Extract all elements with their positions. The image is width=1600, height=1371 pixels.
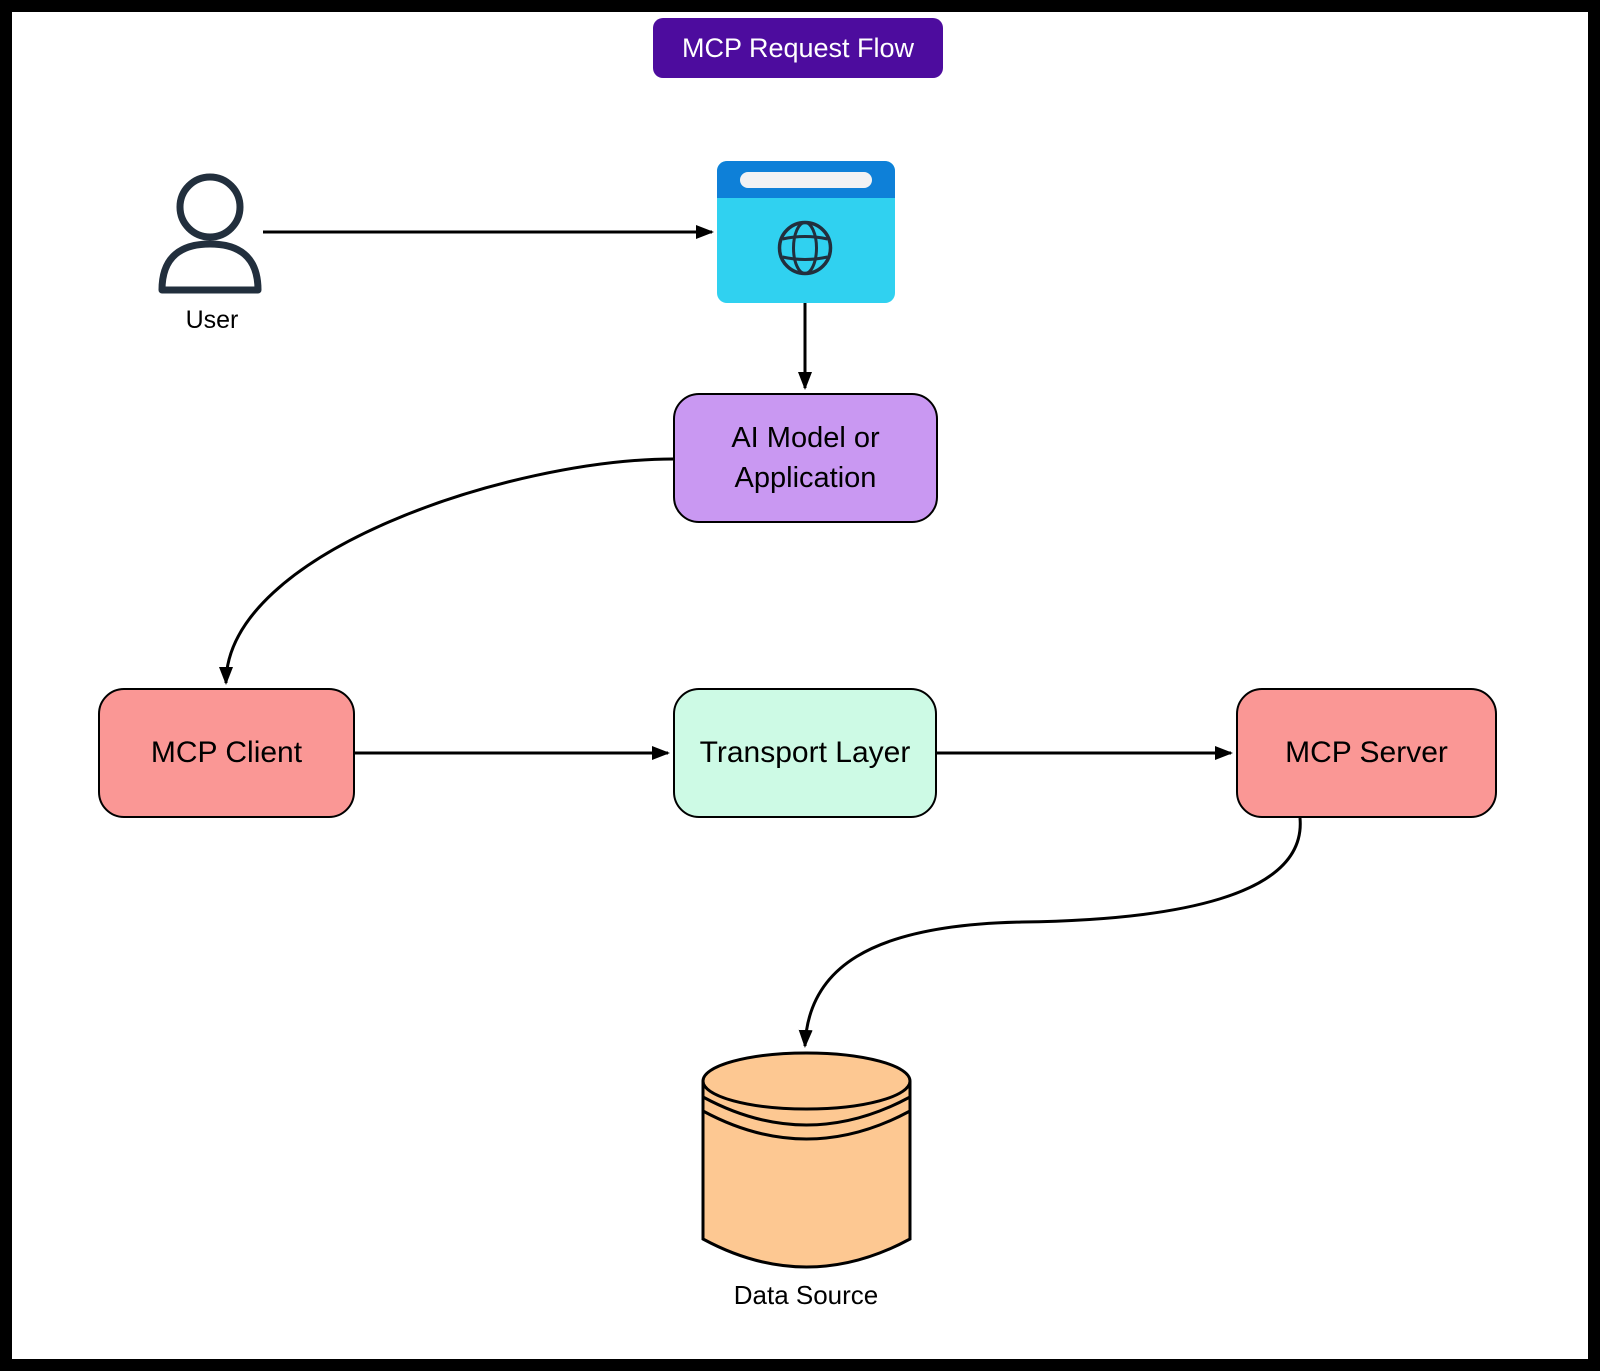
database-cylinder-icon	[701, 1051, 912, 1269]
diagram-title: MCP Request Flow	[653, 18, 943, 78]
diagram-title-label: MCP Request Flow	[681, 32, 915, 63]
edge-mcp-server-to-data-source	[798, 817, 1302, 1048]
node-transport-layer: Transport Layer	[673, 688, 937, 818]
node-mcp-server: MCP Server	[1236, 688, 1497, 818]
node-mcp-client-label: MCP Client	[150, 736, 303, 770]
node-ai-model: AI Model or Application	[673, 393, 938, 523]
node-transport-layer-label: Transport Layer	[699, 736, 911, 770]
node-ai-model-label: AI Model or Application	[731, 421, 880, 494]
person-body	[158, 240, 262, 294]
edge-ai-model-to-mcp-client	[219, 457, 674, 685]
node-mcp-server-label: MCP Server	[1285, 736, 1448, 770]
diagram-canvas: MCP Request Flow User AI Model or Applic…	[12, 12, 1588, 1359]
person-head	[176, 173, 244, 241]
data-source-label: Data Source	[733, 1280, 879, 1310]
user-label: User	[185, 306, 239, 334]
globe-icon	[777, 220, 833, 276]
person-outline-icon	[158, 173, 262, 294]
node-mcp-client: MCP Client	[98, 688, 355, 818]
browser-window-globe-icon	[717, 161, 895, 303]
browser-address-bar	[740, 172, 872, 188]
